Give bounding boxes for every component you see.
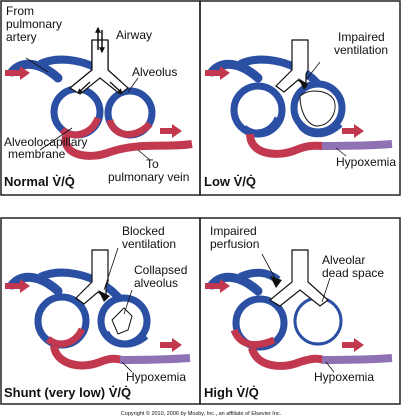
artery-vessel	[7, 59, 63, 83]
capillary-red-right	[106, 118, 153, 138]
panel-high: Impaired perfusion Alveolar dead space H…	[204, 224, 393, 400]
panel-normal: From pulmonary artery Airway Alveolus Al…	[4, 4, 193, 189]
label-ventilation: ventilation	[334, 43, 388, 57]
panel-shunt: Blocked ventilation Collapsed alveolus H…	[4, 224, 191, 400]
label-hypoxemia: Hypoxemia	[126, 370, 186, 384]
label-pulmonary: pulmonary	[6, 17, 62, 31]
panel-high-border	[199, 217, 401, 405]
label-impaired: Impaired	[338, 30, 385, 44]
label-collapsed: Collapsed	[134, 263, 187, 277]
hypoxemic-vein	[321, 354, 393, 364]
collapsed-shape	[111, 307, 133, 335]
hypoxemic-vein	[321, 140, 393, 150]
caption-normal: Normal V̇/Q̇	[4, 174, 75, 189]
label-dead-space: dead space	[322, 266, 384, 280]
obstruction	[298, 78, 308, 90]
label-membrane-2: membrane	[8, 147, 66, 161]
hypoxemic-vein	[119, 354, 191, 364]
airway	[268, 249, 329, 307]
vein-vessel	[61, 135, 193, 160]
label-alveolar: Alveolar	[322, 253, 365, 267]
inflow-arrow	[5, 66, 30, 80]
capillary-red-left	[59, 116, 102, 139]
label-blocked: Blocked	[122, 224, 165, 238]
label-pulmonary-vein: pulmonary vein	[108, 170, 189, 184]
label-perfusion: perfusion	[210, 237, 259, 251]
label-airway: Airway	[116, 28, 152, 42]
panel-low-border	[199, 0, 401, 196]
caption-shunt: Shunt (very low) V̇/Q̇	[4, 385, 131, 400]
blockage	[98, 290, 110, 302]
panel-low: Impaired ventilation Hypoxemia Low V̇/Q̇	[204, 30, 396, 189]
label-to: To	[146, 157, 159, 171]
caption-low: Low V̇/Q̇	[204, 174, 256, 189]
copyright: Copyright © 2010, 2006 by Mosby, Inc., a…	[121, 410, 282, 417]
label-artery: artery	[6, 30, 37, 44]
caption-high: High V̇/Q̇	[204, 385, 259, 400]
label-alveolus: Alveolus	[132, 65, 177, 79]
label-hypoxemia: Hypoxemia	[314, 370, 374, 384]
fluid-fill	[299, 90, 336, 127]
label-hypoxemia: Hypoxemia	[336, 155, 396, 169]
label-alveolus: alveolus	[134, 276, 178, 290]
label-impaired: Impaired	[210, 224, 257, 238]
outflow-arrow	[160, 124, 182, 138]
label-from: From	[6, 4, 34, 18]
perfusion-block	[270, 276, 282, 288]
label-ventilation: ventilation	[122, 237, 176, 251]
label-membrane-1: Alveolocapillary	[4, 135, 87, 149]
